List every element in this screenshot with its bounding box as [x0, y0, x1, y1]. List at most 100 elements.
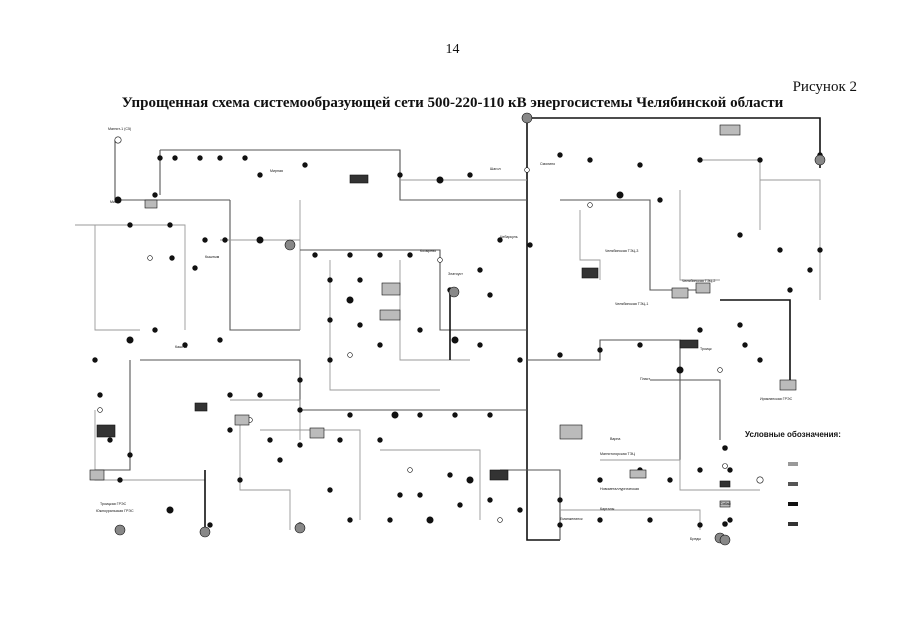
line-500kv [527, 117, 821, 168]
substation-node [477, 267, 483, 273]
line-110kv [260, 429, 361, 520]
substation-node [487, 292, 493, 298]
substation-label: Кыштым [205, 255, 220, 259]
substation-node [557, 152, 563, 158]
substation-node [587, 157, 593, 163]
substation-node [157, 155, 163, 161]
substation-node [697, 327, 703, 333]
substation-node [207, 522, 213, 528]
substation-node [197, 155, 203, 161]
line-110kv [230, 399, 301, 440]
substation-node [297, 407, 303, 413]
power-plant-node [629, 469, 647, 479]
substation-label: Челябинская ТЭЦ-1 [615, 302, 648, 306]
substation-label: Пласт [640, 377, 650, 381]
legend-plant-icon [719, 534, 731, 546]
substation-node [357, 322, 363, 328]
power-plant-node [194, 402, 208, 412]
substation-node [727, 467, 733, 473]
substation-node [337, 437, 343, 443]
substation-node [347, 352, 353, 358]
substation-node [257, 392, 263, 398]
substation-node [817, 247, 823, 253]
substation-node [114, 136, 122, 144]
legend-substation-icon [722, 445, 728, 451]
line-110kv [760, 179, 821, 300]
substation-node [742, 342, 748, 348]
substation-label: Троицкая ГРЭС [100, 502, 127, 506]
substation-node [497, 517, 503, 523]
substation-node [347, 252, 353, 258]
substation-node [417, 492, 423, 498]
substation-node [777, 247, 783, 253]
line-220kv [95, 360, 131, 471]
substation-node [447, 472, 453, 478]
power-plant-node [779, 379, 797, 391]
substation-label: Троицк [700, 347, 712, 351]
substation-node [217, 155, 223, 161]
power-plant-node [489, 469, 509, 481]
substation-node [407, 252, 413, 258]
substation-node [451, 336, 459, 344]
substation-node [172, 155, 178, 161]
substation-label: Шагол [490, 167, 501, 171]
legend-switching-icon [722, 463, 728, 469]
substation-label: Челябинская ТЭЦ-3 [605, 249, 638, 253]
substation-node [114, 196, 122, 204]
power-plant-node [114, 524, 126, 536]
substation-node [107, 437, 113, 443]
substation-node [557, 352, 563, 358]
substation-node [92, 357, 98, 363]
substation-label: Каштак [175, 345, 188, 349]
substation-node [357, 277, 363, 283]
substation-label: Чебаркуль [500, 235, 518, 239]
line-220kv [300, 249, 527, 331]
substation-node [117, 477, 123, 483]
line-220kv [140, 359, 527, 411]
page-number: 14 [445, 42, 460, 57]
substation-node [487, 497, 493, 503]
substation-node [256, 236, 264, 244]
substation-node [637, 342, 643, 348]
substation-label: Южноуральская ГРЭС [96, 509, 134, 513]
line-220kv [527, 339, 681, 460]
substation-node [327, 487, 333, 493]
substation-node [452, 412, 458, 418]
substation-node [676, 366, 684, 374]
power-plant-node [89, 469, 105, 481]
substation-label: Смолино [540, 162, 555, 166]
substation-node [166, 506, 174, 514]
substation-node [222, 237, 228, 243]
power-plant-node [671, 287, 689, 299]
substation-label: Магнитогорская ТЭЦ [600, 452, 635, 456]
substation-node [524, 167, 530, 173]
power-plant-node [448, 286, 460, 298]
line-110kv [700, 159, 761, 230]
substation-node [387, 517, 393, 523]
substation-node [152, 327, 158, 333]
substation-node [417, 327, 423, 333]
power-plant-node [679, 339, 699, 349]
line-110kv [75, 224, 186, 330]
substation-node [346, 296, 354, 304]
substation-node [242, 155, 248, 161]
substation-node [467, 172, 473, 178]
substation-node [327, 317, 333, 323]
diagram-title: Упрощенная схема системообразующей сети … [121, 95, 784, 111]
power-plant-node [521, 112, 533, 124]
substation-node [587, 202, 593, 208]
substation-node [727, 517, 733, 523]
substation-node [297, 377, 303, 383]
substation-node [152, 192, 158, 198]
substation-node [616, 191, 624, 199]
substation-node [757, 157, 763, 163]
substation-node [97, 392, 103, 398]
substation-label: Магнит-1 (С5) [108, 127, 131, 131]
substation-node [697, 157, 703, 163]
legend-substation-icon [722, 521, 728, 527]
line-500kv [720, 299, 791, 380]
line-110kv [600, 459, 760, 491]
power-plant-node [284, 239, 296, 251]
power-plant-node [199, 526, 211, 538]
power-plant-node [381, 282, 401, 296]
